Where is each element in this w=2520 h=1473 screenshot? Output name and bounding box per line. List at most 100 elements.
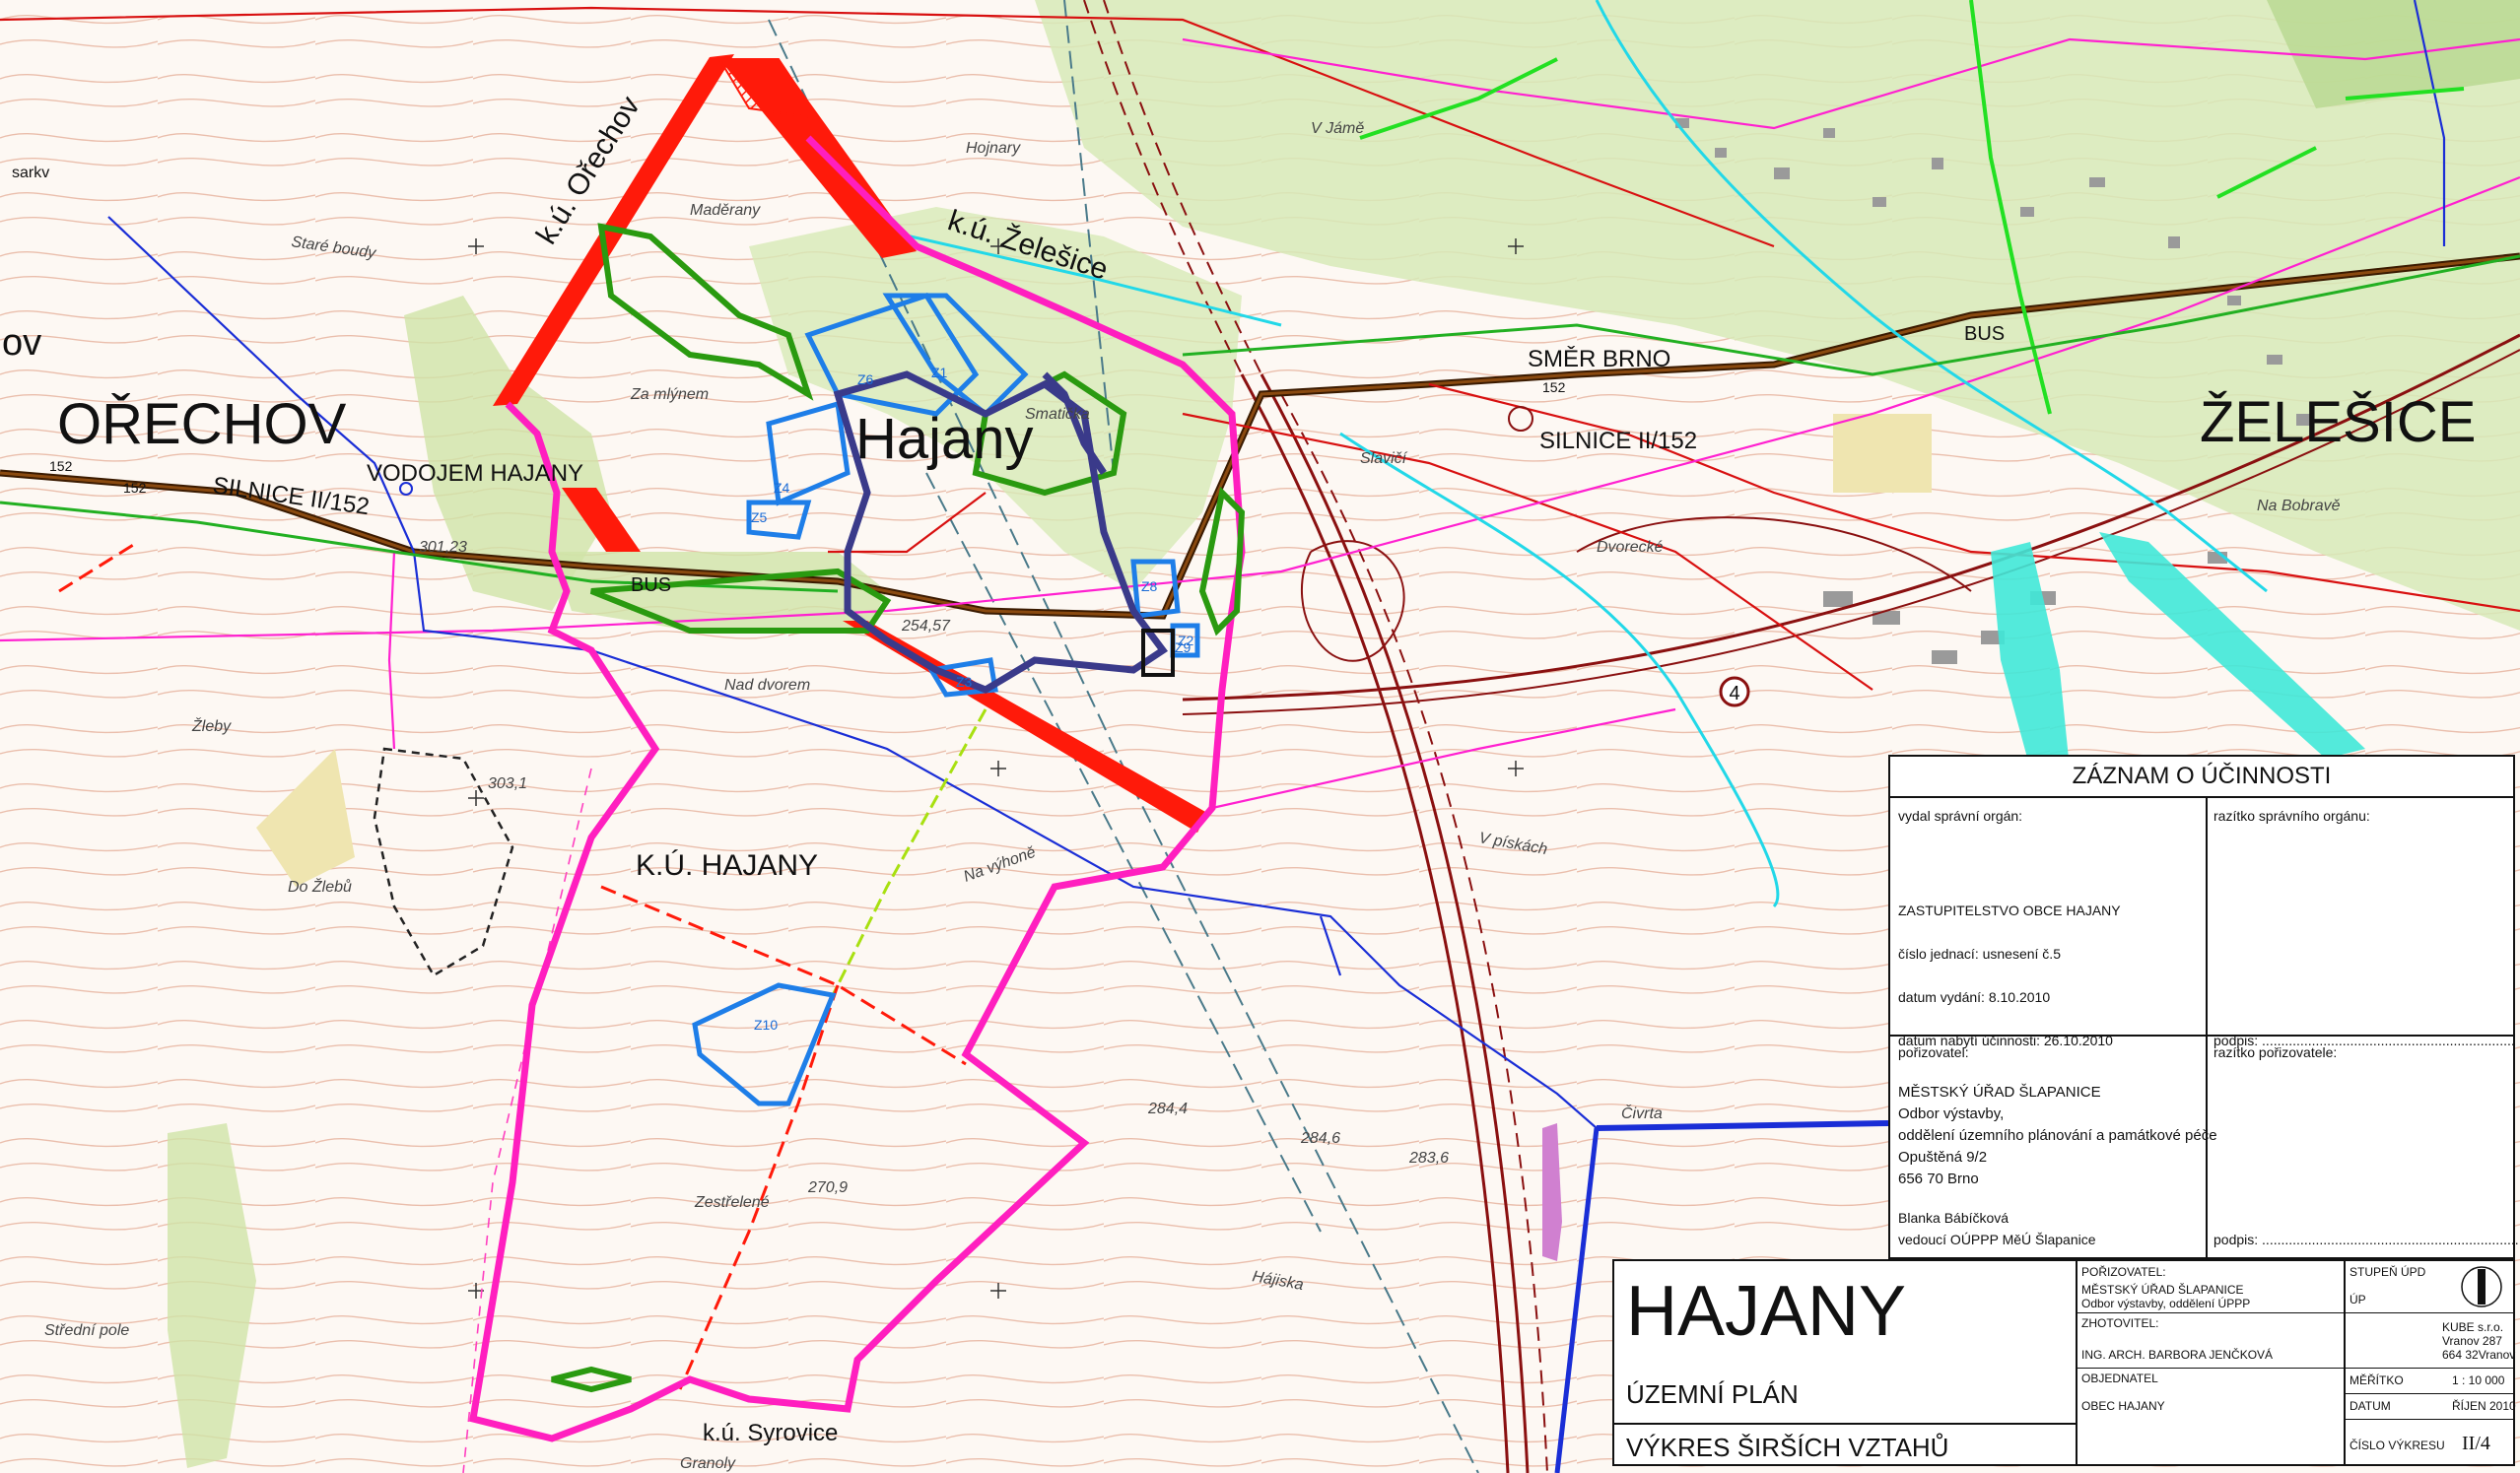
title-block: HAJANY ÚZEMNÍ PLÁN VÝKRES ŠIRŠÍCH VZTAHŮ… [1612,1259,2516,1466]
forest-strip-north [404,296,611,611]
route-4-marker [1719,676,1750,707]
green-zones [551,223,1246,1393]
label-vodojem: VODOJEM HAJANY [367,460,583,487]
title-drawing-row: VÝKRES ŠIRŠÍCH VZTAHŮ [1614,1423,2076,1468]
zelesice-buildings [1675,118,2310,664]
title-procurer-2: Odbor výstavby, oddělení ÚPPP [2081,1297,2251,1310]
title-block-parties: POŘIZOVATEL: MĚSTSKÝ ÚŘAD ŠLAPANICE Odbo… [2076,1261,2346,1464]
record-issuer-label: vydal správní orgán: [1898,808,2023,824]
label-orechov: OŘECHOV [57,392,347,456]
spot-height-254: 254,57 [901,618,951,635]
terrain-cirtra: Čivrta [1621,1104,1663,1122]
record-procurer-4: Opuštěná 9/2 [1898,1149,1988,1166]
zone-label-z10: Z10 [754,1017,778,1033]
title-drawing-number: II/4 [2462,1433,2490,1454]
record-procurer-5: 656 70 Brno [1898,1171,1979,1187]
zone-label-z4: Z4 [774,480,790,496]
blue-zones [692,293,1200,1106]
red-thin-roads [0,6,2520,691]
forest-west [168,1123,256,1468]
label-road-152-b: 152 [123,480,147,496]
label-partial-sarkv: sarkv [12,165,49,181]
expressway-corridor [1083,0,2520,1473]
label-partial-ov: ov [2,322,41,364]
title-drawing-number-heading: ČÍSLO VÝKRESU [2350,1439,2445,1452]
record-procurer-stamp-label: razítko pořizovatele: [2214,1044,2338,1060]
red-hatched-area [717,58,821,120]
zone-z8-outline [1130,559,1181,619]
spot-height-270: 270,9 [807,1179,848,1196]
label-road-152-c: 152 [1542,379,1566,395]
label-silnice-right: SILNICE II/152 [1539,428,1697,454]
record-issuer: ZASTUPITELSTVO OBCE HAJANY [1898,903,2121,918]
record-of-validity-box: ZÁZNAM O ÚČINNOSTI vydal správní orgán: … [1888,755,2519,1261]
terrain-za-mlynem: Za mlýnem [630,386,709,403]
record-procurer-2: Odbor výstavby, [1898,1105,2005,1122]
record-stamp-label: razítko správního orgánu: [2214,808,2370,824]
record-right-column: razítko správního orgánu: podpis: ......… [2206,798,2519,1261]
label-bus-2: BUS [1964,323,2005,345]
label-road-152-a: 152 [49,458,73,474]
black-small-zone [1141,629,1175,677]
terrain-maderany: Maděrany [690,202,761,219]
road-152-marker [1508,406,1533,432]
title-stage: ÚP [2350,1293,2366,1306]
zone-z10-outline [692,982,837,1106]
grid-crosses [468,238,1524,1299]
title-scale: 1 : 10 000 [2452,1373,2505,1387]
red-dashed-corridor [58,540,967,1390]
record-left-column: vydal správní orgán: ZASTUPITELSTVO OBCE… [1890,798,2217,1261]
zone-label-z3: Z3 [956,674,973,690]
navy-zones [833,370,1169,694]
terrain-slavici: Slavičí [1360,450,1408,467]
zone-label-z1: Z1 [931,365,948,380]
terrain-granoly: Granoly [680,1455,736,1472]
record-procurer-1: MĚSTSKÝ ÚŘAD ŠLAPANICE [1898,1084,2101,1101]
zone-z1-outline [882,293,1029,418]
title-contractor: ING. ARCH. BARBORA JENČKOVÁ [2081,1348,2274,1362]
route-4-label: 4 [1729,683,1739,704]
title-date: ŘÍJEN 2010 [2452,1399,2516,1413]
cyan-streams [866,0,2268,908]
zone-z6-outline [804,293,980,417]
forest-ne [2267,0,2520,108]
record-procurer-7: vedoucí OÚPPP MěÚ Šlapanice [1898,1232,2096,1247]
zone-label-z5: Z5 [751,509,768,525]
title-procurer-heading: POŘIZOVATEL: [2081,1265,2166,1279]
terrain-smaticka: Smatička [1025,406,1090,423]
record-issue-date: datum vydání: 8.10.2010 [1898,989,2051,1005]
title-stage-heading: STUPEŇ ÚPD [2350,1265,2426,1279]
terrain-na-bobrave: Na Bobravě [2257,498,2341,514]
title-block-main: HAJANY ÚZEMNÍ PLÁN VÝKRES ŠIRŠÍCH VZTAHŮ [1614,1261,2077,1464]
zone-label-z8: Z8 [1141,578,1158,594]
spot-height-283: 283,6 [1408,1150,1449,1167]
field-yellow-1 [256,749,355,887]
zone-z5-outline [746,500,812,540]
label-smer-brno: SMĚR BRNO [1528,346,1670,372]
title-company-3: 664 32Vranov [2442,1348,2516,1362]
water-tank-marker [399,482,413,496]
title-block-meta: STUPEŇ ÚPD ÚP KUBE s.r.o. Vranov 287 664… [2344,1261,2516,1464]
title-municipality: HAJANY [1626,1272,1907,1351]
cadastral-boundary-hajany [469,135,1246,1442]
record-signature-2: podpis: ................................… [2214,1232,2519,1247]
terrain-stredni-pole: Střední pole [44,1322,129,1339]
hajany-village-area [749,207,1242,591]
label-zelesice: ŽELEŠICE [2200,390,2476,454]
zone-label-z2: Z2 [1178,633,1194,648]
record-effective-date: datum nabytí účinnosti: 26.10.2010 [1898,1033,2113,1048]
title-company-1: KUBE s.r.o. [2442,1320,2504,1334]
spot-height-303: 303,1 [488,775,527,792]
zelesice-urban-area [1035,0,2520,631]
purple-area [1542,1123,1562,1261]
title-contractor-heading: ZHOTOVITEL: [2081,1316,2159,1330]
spot-height-284b: 284,6 [1300,1130,1340,1147]
north-arrow-icon [2461,1266,2502,1307]
title-date-heading: DATUM [2350,1399,2391,1413]
terrain-hojnary: Hojnary [966,140,1021,157]
label-ku-hajany: K.Ú. HAJANY [636,849,818,882]
title-client: OBEC HAJANY [2081,1399,2165,1413]
title-client-heading: OBJEDNATEL [2081,1372,2158,1385]
zone-z3-outline [926,657,998,698]
